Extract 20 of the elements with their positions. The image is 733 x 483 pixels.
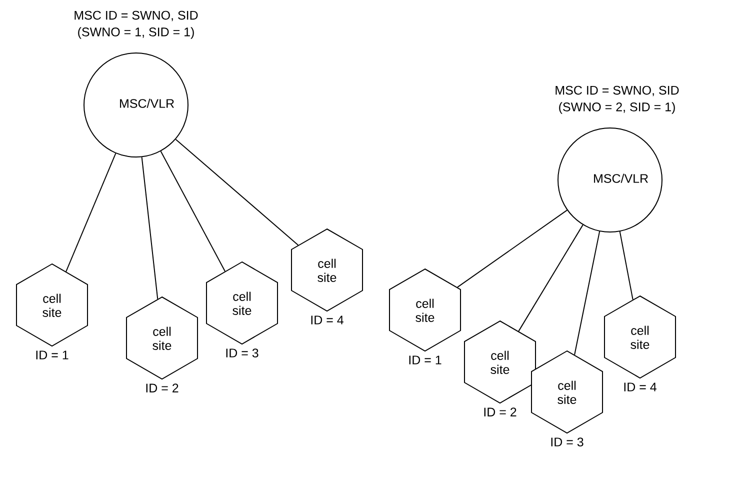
connector-line (141, 156, 158, 300)
cell-id-label: ID = 1 (409, 356, 442, 364)
connector-line (66, 152, 116, 272)
cell-id-label: ID = 4 (311, 316, 344, 324)
connector-line (619, 231, 634, 300)
connector-line (160, 150, 226, 272)
connector-line (456, 210, 568, 288)
cell-id-label: ID = 3 (226, 348, 258, 358)
cell-id-label: ID = 4 (624, 382, 656, 392)
cell-id-label: ID = 2 (484, 408, 516, 416)
msc-id-label: (SWNO = 2, SID = 1) (559, 102, 675, 114)
cell-id-label: ID = 2 (146, 384, 178, 392)
cell-id-label: ID = 1 (36, 350, 68, 360)
msc-id-label: MSC ID = SWNO, SID (556, 86, 679, 96)
msc-id-label: MSC ID = SWNO, SID (74, 10, 198, 22)
cell-id-label: ID = 3 (551, 438, 584, 446)
connector-line (518, 224, 584, 332)
msc-id-label: (SWNO = 1, SID = 1) (78, 27, 194, 39)
connector-line (574, 230, 600, 356)
connector-line (175, 138, 299, 246)
